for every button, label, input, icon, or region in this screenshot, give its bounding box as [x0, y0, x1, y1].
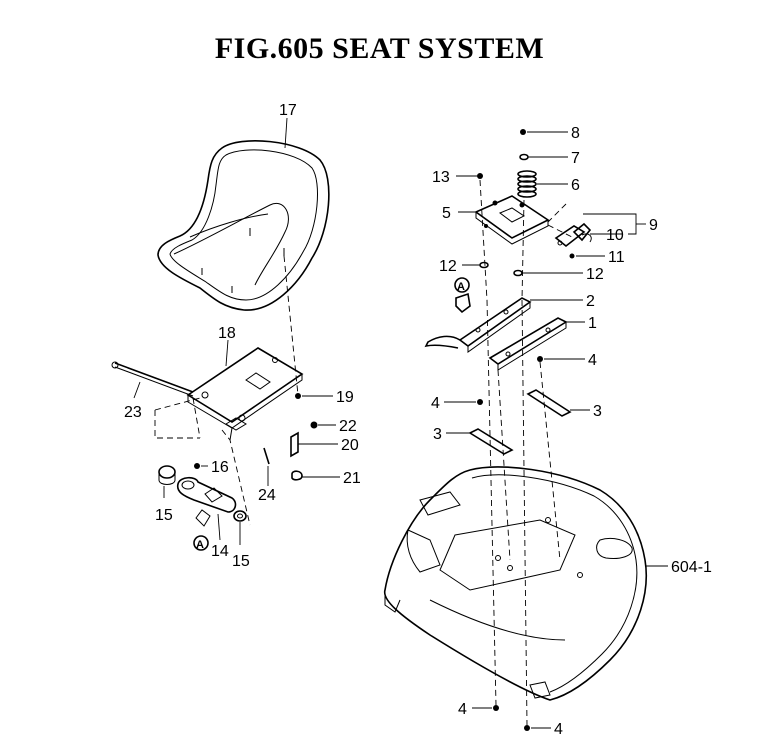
callout-16: 16 — [211, 459, 229, 476]
callout-1: 1 — [588, 315, 597, 332]
alignment-line — [154, 410, 200, 439]
alignment-line — [154, 397, 201, 411]
latch-plate-20 — [290, 431, 299, 458]
callout-15b: 15 — [232, 553, 250, 570]
figure-title: FIG.605 SEAT SYSTEM — [214, 32, 545, 65]
clip-21 — [291, 470, 303, 481]
spring-pin-24 — [263, 447, 270, 465]
callout-18: 18 — [218, 325, 236, 342]
svg-text:A: A — [196, 539, 204, 551]
fender-604-1 — [383, 466, 648, 701]
washer-12-right — [513, 269, 523, 277]
spacer-3-right — [526, 389, 572, 417]
callout-3a: 3 — [593, 403, 602, 420]
svg-text:A: A — [457, 281, 465, 293]
leader-17 — [284, 117, 288, 149]
callout-19: 19 — [336, 389, 354, 406]
callout-4c: 4 — [458, 701, 467, 718]
callout-11: 11 — [608, 249, 625, 266]
bolt-19 — [295, 393, 301, 399]
leader-14 — [217, 513, 221, 541]
washer-7 — [519, 153, 529, 161]
seat-cushion — [157, 140, 330, 311]
callout-9: 9 — [649, 217, 658, 234]
callout-17: 17 — [279, 102, 297, 119]
callout-7: 7 — [571, 150, 580, 167]
callout-23: 23 — [124, 404, 142, 421]
callout-15a: 15 — [155, 507, 173, 524]
alignment-line — [521, 199, 525, 301]
callout-12a: 12 — [439, 258, 457, 275]
alignment-line — [539, 361, 561, 561]
nut-22 — [310, 421, 318, 429]
alignment-line — [221, 429, 251, 526]
nut-8 — [520, 129, 526, 135]
callout-24: 24 — [258, 487, 276, 504]
callout-10: 10 — [606, 227, 624, 244]
callout-20: 20 — [341, 437, 359, 454]
view-marker-a-right: A — [454, 277, 471, 314]
alignment-line — [497, 369, 511, 561]
alignment-line — [521, 299, 528, 726]
alignment-line — [479, 179, 488, 301]
seat-mounting-plate — [186, 347, 304, 441]
leader-23 — [133, 381, 141, 399]
callout-13: 13 — [432, 169, 450, 186]
nut-11 — [569, 253, 575, 259]
callout-3b: 3 — [433, 426, 442, 443]
bolt-4-upper — [537, 356, 543, 362]
callout-6: 6 — [571, 177, 580, 194]
callout-604-1: 604-1 — [671, 559, 712, 576]
alignment-line — [547, 203, 567, 223]
callout-2: 2 — [586, 293, 595, 310]
bolt-4-bottom-left — [493, 705, 499, 711]
hinge-pin — [111, 361, 194, 397]
grease-fitting-16 — [194, 463, 200, 469]
alignment-line — [283, 255, 299, 396]
callout-12b: 12 — [586, 266, 604, 283]
callout-5: 5 — [442, 205, 451, 222]
upper-slide-rail-2 — [424, 297, 532, 353]
callout-4b: 4 — [431, 395, 440, 412]
spacer-3-left — [468, 428, 514, 455]
callout-22: 22 — [339, 418, 357, 435]
bushing-15-left — [158, 465, 176, 485]
callout-4d: 4 — [554, 721, 563, 738]
bolt-4-left — [477, 399, 483, 405]
alignment-line — [547, 224, 575, 239]
lower-slide-rail-1 — [488, 317, 568, 371]
bolt-4-bottom-right — [524, 725, 530, 731]
alignment-line — [486, 299, 497, 706]
lever-assembly-10 — [554, 222, 592, 248]
view-marker-a-left: A — [193, 535, 209, 551]
bolt-13 — [477, 173, 483, 179]
hinge-bracket-14 — [176, 476, 237, 527]
spring-6 — [517, 170, 537, 198]
callout-14: 14 — [211, 543, 229, 560]
washer-12-left — [479, 261, 489, 269]
callout-21: 21 — [343, 470, 361, 487]
callout-4a: 4 — [588, 352, 597, 369]
callout-8: 8 — [571, 125, 580, 142]
alignment-line — [192, 397, 201, 439]
upper-bracket-5 — [474, 195, 550, 245]
leader-18 — [225, 339, 229, 367]
bushing-15-right — [233, 510, 247, 522]
